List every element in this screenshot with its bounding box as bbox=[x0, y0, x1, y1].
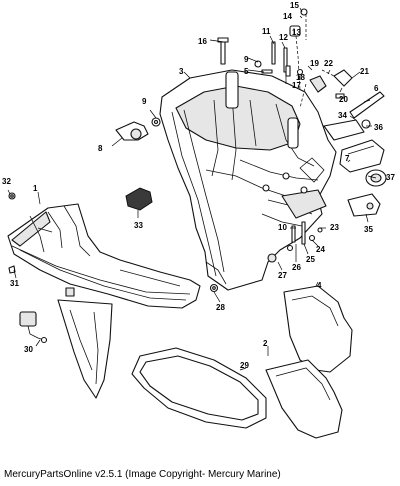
cowl-seal bbox=[131, 347, 267, 429]
callout-34: 34 bbox=[338, 111, 347, 120]
callout-33: 33 bbox=[134, 221, 143, 230]
callout-9b: 9 bbox=[244, 55, 249, 64]
callout-13: 13 bbox=[292, 28, 301, 37]
callout-26: 26 bbox=[292, 263, 301, 272]
callout-4: 4 bbox=[317, 281, 322, 290]
callout-15: 15 bbox=[290, 1, 299, 10]
image-caption: MercuryPartsOnline v2.5.1 (Image Copyrig… bbox=[4, 469, 281, 480]
screw-32 bbox=[8, 192, 16, 200]
callout-20: 20 bbox=[339, 95, 348, 104]
callout-labels: 1 2 3 4 5 6 7 8 9 9 10 11 12 13 14 15 16… bbox=[2, 1, 395, 370]
lower-cowl bbox=[7, 203, 201, 309]
strip-6 bbox=[349, 91, 385, 119]
callout-32: 32 bbox=[2, 177, 11, 186]
handle-7 bbox=[339, 139, 385, 173]
callout-37: 37 bbox=[386, 173, 395, 182]
callout-10: 10 bbox=[278, 223, 287, 232]
callout-14: 14 bbox=[283, 12, 292, 21]
hardware-11-15 bbox=[271, 8, 308, 91]
callout-6: 6 bbox=[374, 84, 379, 93]
callout-16: 16 bbox=[198, 37, 207, 46]
callout-21: 21 bbox=[360, 67, 369, 76]
side-panel-2 bbox=[265, 359, 343, 439]
lever-35 bbox=[347, 193, 381, 217]
hardware-17-19 bbox=[285, 65, 327, 109]
washer-9a bbox=[151, 117, 161, 127]
clip-33 bbox=[125, 187, 153, 211]
callout-2: 2 bbox=[263, 339, 268, 348]
callout-36: 36 bbox=[374, 123, 383, 132]
callout-8: 8 bbox=[98, 144, 103, 153]
callout-7: 7 bbox=[345, 154, 350, 163]
callout-12: 12 bbox=[279, 33, 288, 42]
callout-5: 5 bbox=[244, 67, 249, 76]
callout-1: 1 bbox=[33, 184, 38, 193]
leader-lines bbox=[7, 7, 377, 371]
callout-19: 19 bbox=[310, 59, 319, 68]
latch-8 bbox=[115, 121, 149, 141]
drive-shaft-housing bbox=[57, 299, 113, 399]
callout-35: 35 bbox=[364, 225, 373, 234]
callout-27: 27 bbox=[278, 271, 287, 280]
callout-3: 3 bbox=[179, 67, 184, 76]
callout-9a: 9 bbox=[142, 97, 147, 106]
callout-29: 29 bbox=[240, 361, 249, 370]
callout-23: 23 bbox=[330, 223, 339, 232]
upper-cowl-housing bbox=[159, 69, 337, 291]
callout-11: 11 bbox=[262, 27, 271, 36]
callout-28: 28 bbox=[216, 303, 225, 312]
hardware-10-28 bbox=[209, 221, 323, 293]
connector-30 bbox=[19, 311, 48, 344]
callout-24: 24 bbox=[316, 245, 325, 254]
screw-31 bbox=[8, 265, 16, 274]
callout-22: 22 bbox=[324, 59, 333, 68]
callout-30: 30 bbox=[24, 345, 33, 354]
callout-17: 17 bbox=[292, 81, 301, 90]
callout-31: 31 bbox=[10, 279, 19, 288]
bracket-34 bbox=[323, 119, 371, 141]
hardware-20-22 bbox=[321, 69, 353, 99]
callout-25: 25 bbox=[306, 255, 315, 264]
side-panel-4 bbox=[283, 285, 353, 373]
callout-18: 18 bbox=[296, 73, 305, 82]
